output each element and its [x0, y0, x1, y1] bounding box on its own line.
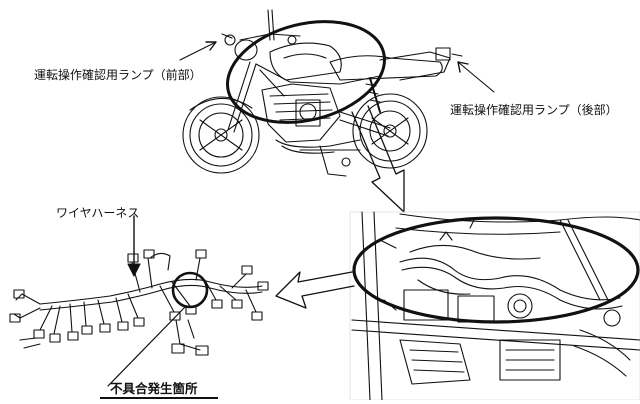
highlight-ellipse-motorcycle	[226, 20, 386, 124]
defect-circle	[171, 271, 209, 309]
pointer-rear-lamp	[457, 61, 495, 93]
zoom-arrow-left	[275, 271, 355, 309]
label-defect-location: 不具合発生箇所	[110, 381, 198, 396]
pointer-front-lamp	[179, 41, 217, 61]
motorcycle-illustration	[182, 9, 463, 177]
highlight-ellipse-closeup	[352, 216, 640, 324]
pointer-defect-location	[107, 305, 187, 387]
pointer-wire-harness	[127, 215, 141, 277]
label-rear-lamp: 運転操作確認用ランプ（後部）	[450, 103, 618, 117]
label-wire-harness: ワイヤハーネス	[56, 206, 140, 220]
defect-label-underline	[100, 397, 218, 399]
label-front-lamp: 運転操作確認用ランプ（前部）	[34, 68, 202, 82]
wire-harness-illustration	[9, 249, 269, 356]
